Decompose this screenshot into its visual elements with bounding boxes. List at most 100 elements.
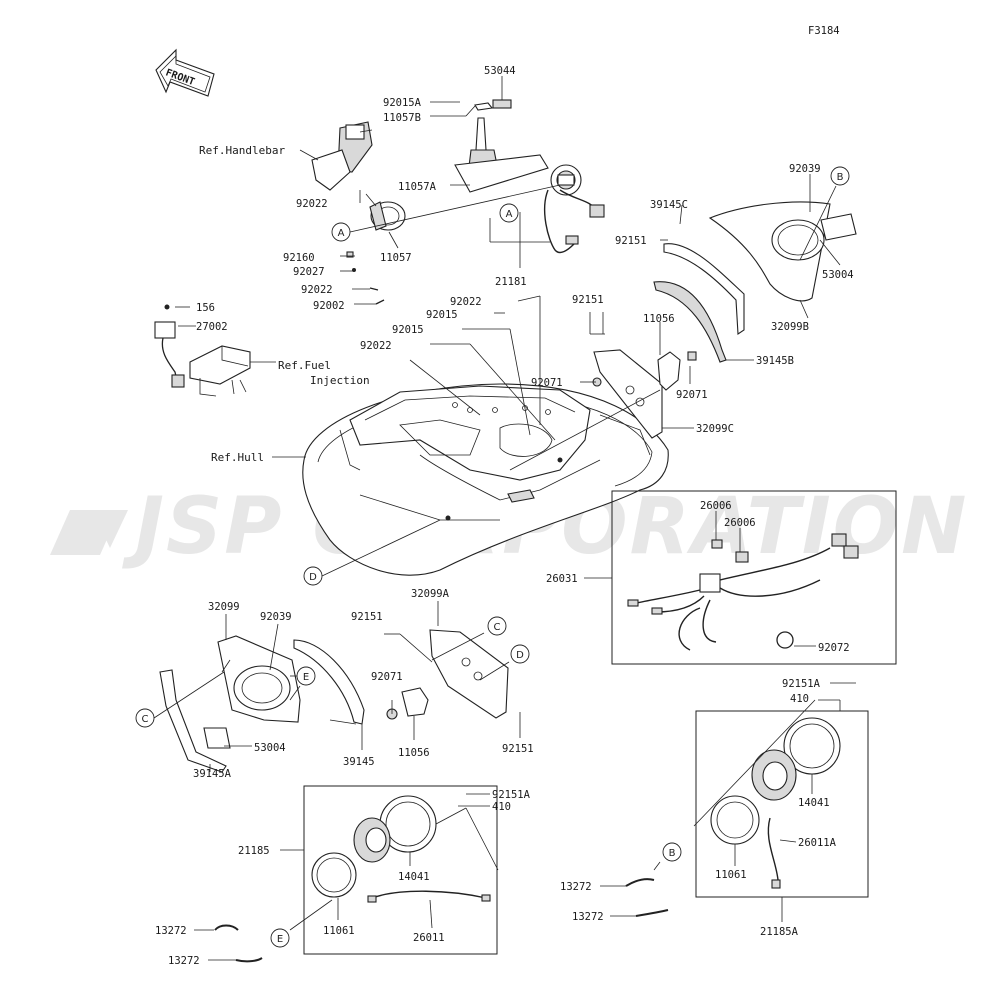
label-92071-center: 92071	[531, 377, 563, 389]
part-39145c	[663, 243, 745, 335]
ref-fuel-line2: Injection	[310, 374, 370, 387]
label-92151-center: 92151	[572, 294, 604, 306]
label-92160: 92160	[283, 252, 315, 264]
part-39145b	[653, 281, 727, 363]
figure-code: F3184	[808, 25, 840, 37]
label-11057b: 11057B	[383, 112, 421, 124]
label-13272-bottom2: 13272	[168, 955, 200, 967]
wiring-harness-box	[611, 490, 897, 665]
label-11057a: 11057A	[398, 181, 437, 193]
label-11056-left: 11056	[398, 747, 430, 759]
callout-c-right	[487, 616, 507, 636]
speaker-kit-21185	[214, 785, 498, 963]
part-11057a	[454, 154, 549, 193]
callout-c-left-label: C	[142, 714, 149, 725]
label-39145a: 39145A	[193, 768, 232, 780]
ref-handlebar: Ref.Handlebar	[199, 144, 285, 157]
left-speaker-housing	[159, 629, 509, 773]
label-11061-right: 11061	[715, 869, 747, 881]
label-26006-b: 26006	[724, 517, 756, 529]
label-92022-mid: 92022	[301, 284, 333, 296]
callout-b-top-label: B	[837, 172, 844, 183]
label-410-bottom: 410	[492, 801, 511, 813]
callout-e-lower	[270, 928, 290, 948]
ref-hull: Ref.Hull	[211, 451, 264, 464]
part-11061-right	[710, 795, 760, 845]
callout-a-left	[331, 222, 351, 242]
label-13272-right2: 13272	[572, 911, 604, 923]
callout-b-top	[830, 166, 850, 186]
part-32099c	[593, 349, 663, 439]
callout-e-upper	[296, 666, 316, 686]
label-11061-bottom: 11061	[323, 925, 355, 937]
label-27002: 27002	[196, 321, 228, 333]
callout-d-hull-label: D	[309, 572, 317, 583]
label-39145b: 39145B	[756, 355, 794, 367]
label-92151a-right: 92151A	[782, 678, 821, 690]
label-92151-left2: 92151	[502, 743, 534, 755]
hull-deck	[302, 383, 669, 576]
callout-b-bottom	[662, 842, 682, 862]
label-21185a: 21185A	[760, 926, 799, 938]
label-11056-center: 11056	[643, 313, 675, 325]
callout-d-bracket	[510, 644, 530, 664]
right-speaker-housing	[592, 201, 857, 439]
label-13272-bottom1: 13272	[155, 925, 187, 937]
label-92071-right: 92071	[676, 389, 708, 401]
part-92072	[776, 631, 794, 649]
part-labels: 53044 92015A 11057B Ref.Handlebar 11057A…	[155, 65, 854, 967]
callout-e-upper-label: E	[303, 672, 309, 683]
label-92015: 92015	[426, 309, 458, 321]
label-92071-left: 92071	[371, 671, 403, 683]
part-53044	[492, 99, 512, 109]
label-92022-b: 92022	[360, 340, 392, 352]
part-53004-right	[820, 213, 857, 241]
callout-c-left	[135, 708, 155, 728]
speaker-kit-21185a	[625, 710, 869, 917]
label-26011a: 26011A	[798, 837, 837, 849]
ref-fuel-line1: Ref.Fuel	[278, 359, 331, 372]
label-92027: 92027	[293, 266, 325, 278]
callout-b-bottom-label: B	[669, 848, 676, 859]
callout-a-right	[499, 203, 519, 223]
part-39145a	[159, 669, 227, 773]
leader-lines	[153, 76, 856, 961]
part-11061-bottom	[311, 852, 357, 898]
label-92015a: 92015A	[383, 97, 422, 109]
callout-c-right-label: C	[494, 622, 501, 633]
label-11057: 11057	[380, 252, 412, 264]
label-410-right: 410	[790, 693, 809, 705]
label-53044: 53044	[484, 65, 516, 77]
label-26006-a: 26006	[700, 500, 732, 512]
label-92151-left: 92151	[351, 611, 383, 623]
label-92022-a: 92022	[450, 296, 482, 308]
label-21181: 21181	[495, 276, 527, 288]
part-26011a	[767, 817, 779, 881]
part-92039-right	[771, 219, 825, 261]
label-92015-b: 92015	[392, 324, 424, 336]
label-14041-bottom: 14041	[398, 871, 430, 883]
label-32099b: 32099B	[771, 321, 809, 333]
label-26031: 26031	[546, 573, 578, 585]
label-92151a-bottom: 92151A	[492, 789, 531, 801]
callout-a-right-label: A	[506, 209, 513, 220]
handlebar-assembly	[311, 121, 406, 231]
label-53004-left: 53004	[254, 742, 286, 754]
label-13272-right1: 13272	[560, 881, 592, 893]
label-32099a: 32099A	[411, 588, 450, 600]
callout-d-bracket-label: D	[516, 650, 524, 661]
label-39145c: 39145C	[650, 199, 688, 211]
label-92022-top: 92022	[296, 198, 328, 210]
label-92039-right: 92039	[789, 163, 821, 175]
callout-e-lower-label: E	[277, 934, 283, 945]
callout-circles: A A B B C C D D E E	[135, 166, 850, 948]
label-32099: 32099	[208, 601, 240, 613]
part-11056-left	[401, 687, 429, 717]
fuel-injection-bracket	[154, 321, 251, 397]
label-156: 156	[196, 302, 215, 314]
label-92039-left: 92039	[260, 611, 292, 623]
label-39145: 39145	[343, 756, 375, 768]
part-26011	[371, 890, 487, 899]
callout-a-left-label: A	[338, 228, 345, 239]
